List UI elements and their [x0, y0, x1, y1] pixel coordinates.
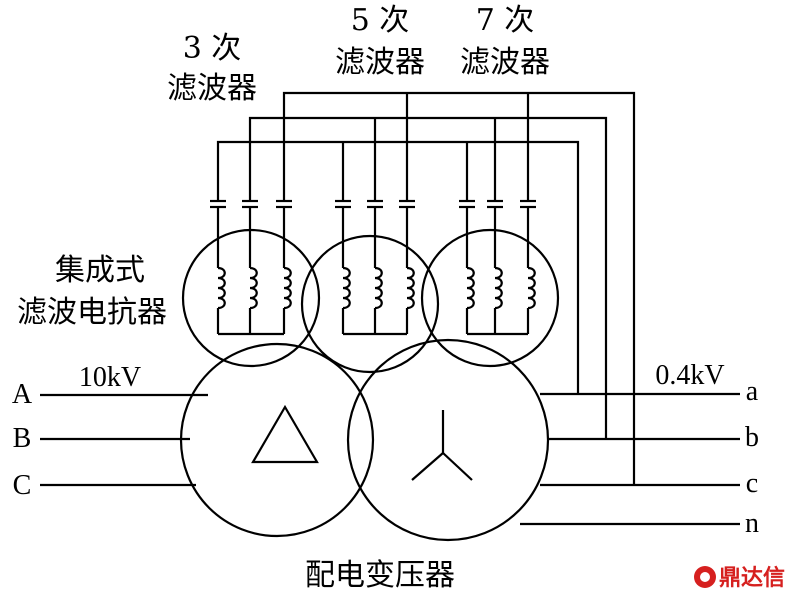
lv-voltage-label: 0.4kV	[655, 360, 724, 391]
filter3-name-label: 滤波器	[167, 71, 257, 106]
lv-neutral-label: n	[745, 508, 759, 539]
inductor-coil	[283, 266, 292, 310]
reactor-circle-5th	[300, 234, 440, 374]
wye-symbol	[411, 410, 473, 481]
reactor-circle-7th	[420, 228, 560, 368]
filter-leg	[399, 199, 415, 334]
reactor-label-line2: 滤波电抗器	[17, 295, 167, 330]
inductor-coil	[527, 266, 536, 310]
watermark-text: 鼎达信	[719, 565, 785, 591]
delta-symbol	[251, 404, 319, 464]
hv-phase-b-label: B	[13, 423, 32, 454]
lv-phase-b-label: b	[745, 422, 759, 453]
inductor-coil	[374, 266, 383, 310]
inductor-coil	[217, 266, 226, 310]
hv-phase-c-label: C	[13, 470, 32, 501]
hv-voltage-label: 10kV	[79, 362, 141, 393]
reactor-label-line1: 集成式	[55, 253, 145, 288]
filter-components	[210, 199, 536, 336]
filter3-order-label: 3 次	[183, 31, 242, 66]
filter7-order-label: 7 次	[476, 3, 535, 38]
filter-leg	[242, 199, 258, 334]
filter-leg	[210, 199, 226, 334]
inductor-coil	[494, 266, 503, 310]
inductor-coil	[342, 266, 351, 310]
filter-leg	[459, 199, 475, 334]
transformer-primary-winding	[179, 342, 375, 538]
filter-leg	[520, 199, 536, 334]
filter5-order-label: 5 次	[351, 3, 410, 38]
watermark-logo: 鼎达信	[694, 565, 785, 591]
transformer-label: 配电变压器	[305, 558, 455, 593]
filter-leg	[335, 199, 351, 334]
filter5-name-label: 滤波器	[335, 45, 425, 80]
inductor-coil	[249, 266, 258, 310]
hv-phase-a-label: A	[12, 379, 33, 410]
transformer-secondary-winding	[346, 338, 550, 542]
inductor-coil	[406, 266, 415, 310]
lv-phase-c-label: c	[746, 468, 758, 499]
lv-phase-a-label: a	[746, 376, 759, 407]
filter7-name-label: 滤波器	[460, 45, 550, 80]
filter-leg	[487, 199, 503, 334]
filter-bus-wires	[216, 91, 636, 485]
filter-leg	[367, 199, 383, 334]
inductor-coil	[466, 266, 475, 310]
filter-leg	[276, 199, 292, 334]
